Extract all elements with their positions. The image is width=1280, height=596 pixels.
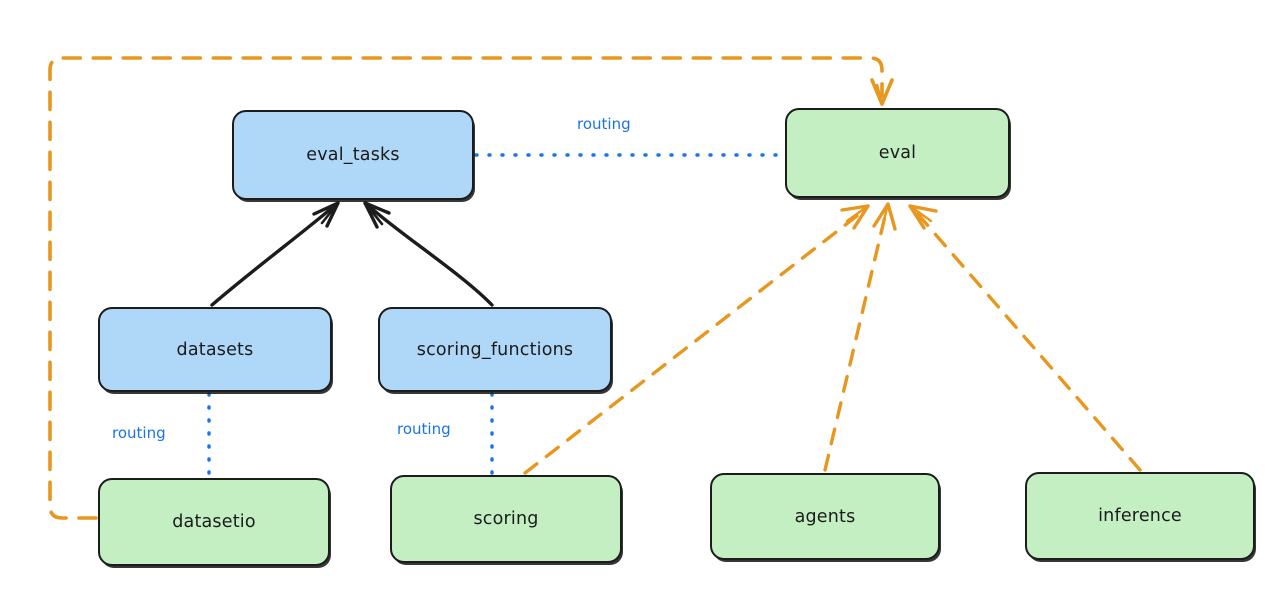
edge-agents-to-eval — [823, 202, 897, 472]
node-scoring-functions[interactable]: scoring_functions — [378, 307, 612, 392]
node-datasetio[interactable]: datasetio — [98, 478, 330, 566]
edge-scoring-functions-to-eval-tasks — [363, 201, 494, 307]
edge-label-routing-scoring-functions: routing — [397, 420, 451, 438]
edge-label-routing-datasets: routing — [112, 424, 166, 442]
node-agents[interactable]: agents — [710, 473, 940, 560]
node-datasets[interactable]: datasets — [98, 307, 332, 392]
node-eval-tasks[interactable]: eval_tasks — [232, 110, 474, 200]
edge-datasets-to-eval-tasks — [210, 201, 340, 307]
edge-label-routing-eval-tasks: routing — [577, 115, 631, 133]
edge-datasetio-to-eval — [48, 56, 894, 520]
edge-inference-to-eval — [908, 204, 1142, 472]
node-scoring[interactable]: scoring — [390, 475, 622, 563]
edge-scoring-to-eval — [523, 204, 870, 475]
node-eval[interactable]: eval — [785, 108, 1010, 198]
node-inference[interactable]: inference — [1025, 472, 1255, 560]
